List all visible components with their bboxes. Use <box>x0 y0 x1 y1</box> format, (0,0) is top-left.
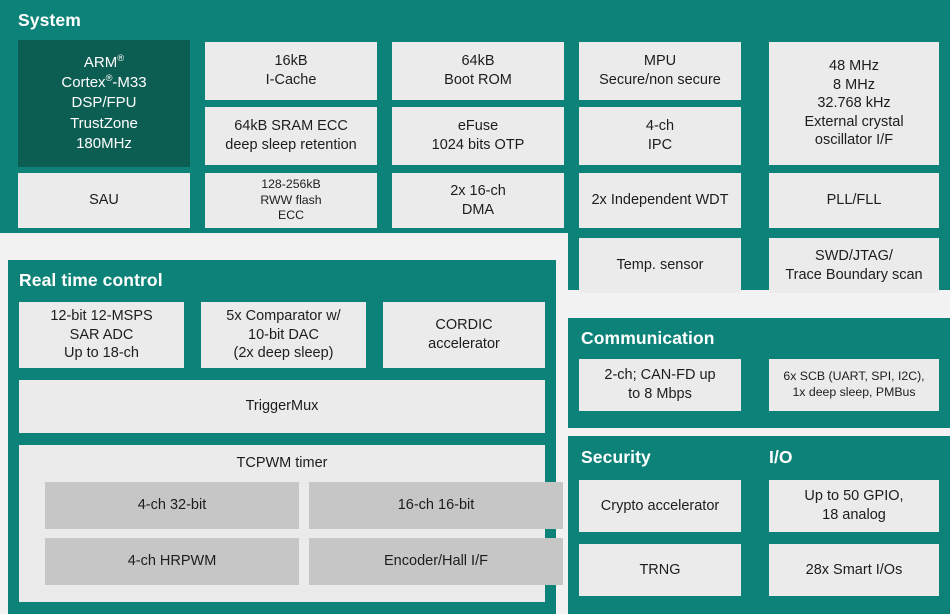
block-line: 6x SCB (UART, SPI, I2C), <box>783 369 925 384</box>
block-pll-fll: PLL/FLL <box>769 173 939 228</box>
block-can-fd: 2-ch; CAN-FD up to 8 Mbps <box>579 359 741 411</box>
block-line: CORDIC <box>435 317 493 334</box>
block-line: 16-ch 16-bit <box>397 497 475 514</box>
block-line: Boot ROM <box>444 72 512 88</box>
block-line: Trace Boundary scan <box>785 266 923 283</box>
block-line: 16kB <box>274 53 308 70</box>
block-smart-io: 28x Smart I/Os <box>769 544 939 596</box>
registered-mark-icon: ® <box>117 53 125 64</box>
block-line: SWD/JTAG/ <box>815 247 893 264</box>
block-line: ECC <box>278 208 304 223</box>
block-sar-adc: 12-bit 12-MSPS SAR ADC Up to 18-ch <box>19 302 184 368</box>
block-line: 32.768 kHz <box>817 95 891 112</box>
block-sram-ecc: 64kB SRAM ECC deep sleep retention <box>205 107 377 165</box>
block-line: deep sleep retention <box>225 137 357 153</box>
block-trng: TRNG <box>579 544 741 596</box>
block-mpu: MPU Secure/non secure <box>579 42 741 100</box>
core-line-2b: -M33 <box>112 74 147 92</box>
block-line: Temp. sensor <box>616 257 704 274</box>
panel-security-title: Security <box>581 447 651 467</box>
block-line: MPU <box>643 53 677 70</box>
block-line: TRNG <box>639 561 681 578</box>
block-line: I-Cache <box>265 72 317 88</box>
block-boot-rom: 64kB Boot ROM <box>392 42 564 100</box>
block-line: SAR ADC <box>69 326 134 343</box>
block-line: to 8 Mbps <box>628 386 692 402</box>
block-line: 1024 bits OTP <box>431 137 525 153</box>
block-tcpwm-4ch-hrpwm: 4-ch HRPWM <box>45 538 299 585</box>
block-tcpwm-4ch-32bit: 4-ch 32-bit <box>45 482 299 529</box>
block-comparator-dac: 5x Comparator w/ 10-bit DAC (2x deep sle… <box>201 302 366 368</box>
block-tcpwm-encoder-hall: Encoder/Hall I/F <box>309 538 563 585</box>
block-line: External crystal <box>804 113 904 130</box>
block-debug-swd-jtag: SWD/JTAG/ Trace Boundary scan <box>769 238 939 293</box>
block-line: 128-256kB <box>261 176 321 191</box>
block-clock-sources: 48 MHz 8 MHz 32.768 kHz External crystal… <box>769 42 939 165</box>
panel-system-title: System <box>18 10 81 30</box>
block-watchdog: 2x Independent WDT <box>579 173 741 228</box>
block-line: 4-ch 32-bit <box>137 497 207 514</box>
block-arm-cortex-m33: ARM® Cortex®-M33 DSP/FPU TrustZone 180MH… <box>18 40 190 167</box>
panel-real-time-control: Real time control 12-bit 12-MSPS SAR ADC… <box>8 260 563 614</box>
block-icache: 16kB I-Cache <box>205 42 377 100</box>
block-line: Encoder/Hall I/F <box>384 553 488 570</box>
block-line: 64kB SRAM ECC <box>234 118 348 135</box>
core-line-1: ARM <box>83 54 118 72</box>
block-cordic-accelerator: CORDIC accelerator <box>383 302 545 368</box>
block-gpio: Up to 50 GPIO, 18 analog <box>769 480 939 532</box>
block-line: (2x deep sleep) <box>233 345 334 362</box>
block-line: Up to 50 GPIO, <box>804 488 904 505</box>
block-tcpwm-16ch-16bit: 16-ch 16-bit <box>309 482 563 529</box>
block-tcpwm-timer-group: TCPWM timer 4-ch 32-bit 16-ch 16-bit 4-c… <box>19 445 563 602</box>
registered-mark-icon: ® <box>105 73 113 84</box>
block-triggermux: TriggerMux <box>19 380 545 433</box>
block-line: 1x deep sleep, PMBus <box>792 385 916 399</box>
panel-communication-title: Communication <box>581 328 715 348</box>
block-ipc: 4-ch IPC <box>579 107 741 165</box>
block-sau: SAU <box>18 173 190 228</box>
block-line: 64kB <box>461 53 495 70</box>
block-line: Up to 18-ch <box>64 345 139 362</box>
block-line: IPC <box>647 137 673 153</box>
block-line: 4-ch <box>645 118 675 135</box>
block-line: 8 MHz <box>833 76 875 93</box>
block-line: PLL/FLL <box>826 192 882 209</box>
block-line: accelerator <box>428 336 500 352</box>
block-line: 12-bit 12-MSPS <box>50 308 153 325</box>
block-line: 48 MHz <box>829 58 879 75</box>
block-line: oscillator I/F <box>814 132 894 149</box>
panel-io-title: I/O <box>769 447 793 467</box>
block-crypto-accelerator: Crypto accelerator <box>579 480 741 532</box>
block-line: 5x Comparator w/ <box>226 308 341 325</box>
block-line: 10-bit DAC <box>248 326 319 343</box>
block-line: Secure/non secure <box>599 72 721 88</box>
block-dma: 2x 16-ch DMA <box>392 173 564 228</box>
block-line: 2x Independent WDT <box>591 192 729 209</box>
block-efuse-otp: eFuse 1024 bits OTP <box>392 107 564 165</box>
block-line: RWW flash <box>260 192 322 207</box>
core-line-3: DSP/FPU <box>71 94 137 112</box>
block-line: DMA <box>461 201 495 218</box>
core-line-2a: Cortex <box>61 74 106 92</box>
panel-communication: Communication 2-ch; CAN-FD up to 8 Mbps … <box>568 318 950 428</box>
core-line-5: 180MHz <box>76 134 132 152</box>
block-rww-flash: 128-256kB RWW flash ECC <box>205 173 377 228</box>
block-line: SAU <box>89 192 119 209</box>
block-line: 4-ch HRPWM <box>127 553 217 570</box>
panel-system-right-extension: MPU Secure/non secure 4-ch IPC 2x Indepe… <box>568 0 950 293</box>
block-temp-sensor: Temp. sensor <box>579 238 741 293</box>
block-line: Crypto accelerator <box>600 497 720 514</box>
panel-real-time-control-title: Real time control <box>19 270 163 290</box>
block-line: 2x 16-ch <box>450 182 506 199</box>
core-line-4: TrustZone <box>70 114 138 132</box>
panel-security-io: Security I/O Crypto accelerator TRNG Up … <box>568 436 950 614</box>
block-line: 18 analog <box>822 507 886 523</box>
block-tcpwm-timer-label: TCPWM timer <box>236 455 328 471</box>
block-line: 28x Smart I/Os <box>805 561 903 578</box>
block-line: TriggerMux <box>245 398 319 415</box>
block-line: eFuse <box>457 118 499 135</box>
block-scb-serial: 6x SCB (UART, SPI, I2C), 1x deep sleep, … <box>769 359 939 411</box>
block-line: 2-ch; CAN-FD up <box>604 367 716 384</box>
